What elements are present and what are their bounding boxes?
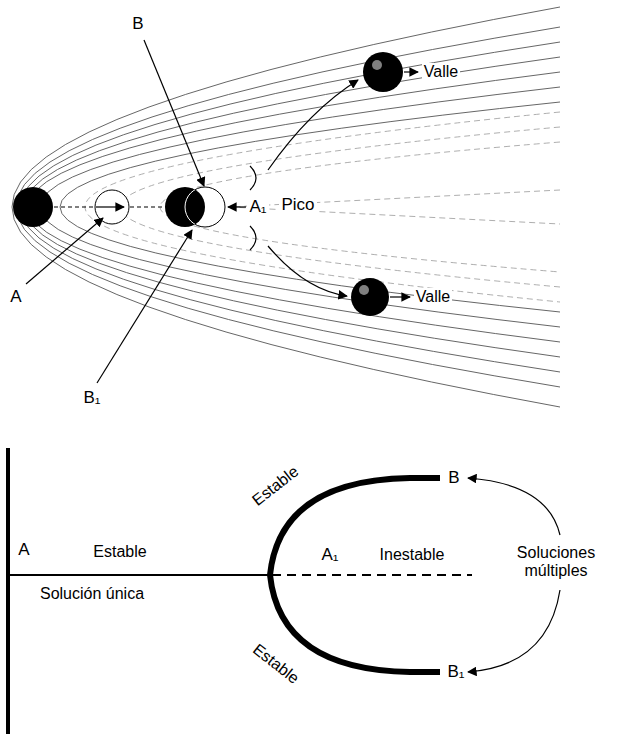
contour-lines-faint xyxy=(85,112,560,302)
ball-outline xyxy=(95,190,129,224)
stability-label: Estable xyxy=(91,543,148,561)
point-label: B₁ xyxy=(445,662,466,682)
trajectory xyxy=(54,72,418,297)
valley-label: Valle xyxy=(422,63,460,81)
callout-letter: B xyxy=(130,14,145,34)
ball xyxy=(351,278,389,316)
stable-branches xyxy=(270,478,440,672)
callout-letter: A xyxy=(8,287,23,307)
leader-lines xyxy=(26,40,246,383)
point-label: B xyxy=(446,468,461,488)
peak-label: Pico xyxy=(279,195,316,215)
callout-letter: A₁ xyxy=(247,197,268,217)
solution-label: Soluciones múltiples xyxy=(499,544,613,581)
ball xyxy=(13,187,53,227)
stable-branch xyxy=(8,574,272,576)
axis xyxy=(6,448,10,734)
ball xyxy=(363,52,403,92)
contour-lines xyxy=(12,7,560,407)
callout-letter: B₁ xyxy=(81,388,102,408)
stability-label: Inestable xyxy=(378,546,447,564)
point-label: A xyxy=(16,540,31,560)
point-label: A₁ xyxy=(319,545,340,565)
unstable-branch xyxy=(272,574,472,576)
stability-label: Estable xyxy=(248,461,305,511)
valley-label: Valle xyxy=(414,288,452,306)
ball-outline xyxy=(185,187,225,227)
solution-label: Solución única xyxy=(38,585,146,603)
stability-label: Estable xyxy=(248,639,305,689)
